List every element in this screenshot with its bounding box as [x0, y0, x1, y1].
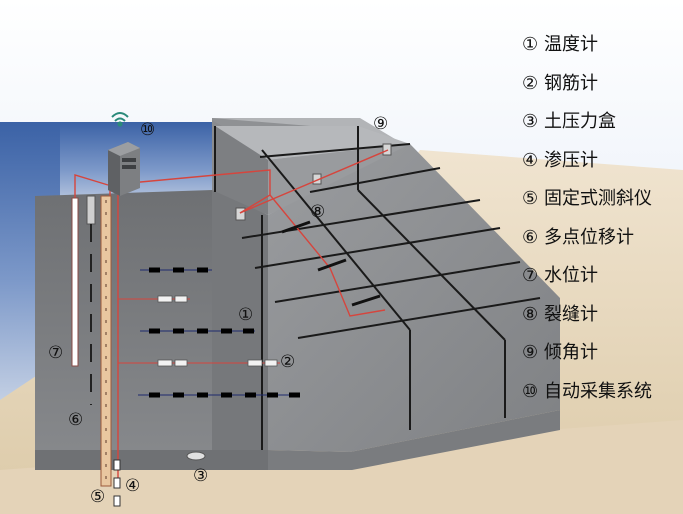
piezometers: [113, 459, 121, 507]
callout-earth-pressure-cell: ③: [193, 466, 209, 486]
callout-tiltmeter: ⑨: [373, 114, 389, 134]
thermometer-rows: [138, 267, 300, 398]
callout-inclinometer: ⑤: [90, 487, 106, 507]
fixed-inclinometer: [100, 195, 112, 487]
tiltmeter-blocks: [235, 143, 392, 221]
slope-joints: [214, 126, 541, 450]
crack-meters: [281, 220, 381, 307]
dam-upstream-face: [35, 190, 212, 450]
callout-rebar-meter: ②: [280, 352, 296, 372]
wifi-icon: [111, 112, 129, 127]
dam-downstream-slope: [268, 144, 560, 452]
callout-crack-meter: ⑧: [310, 202, 326, 222]
callout-displacement-meter: ⑥: [68, 410, 84, 430]
water-level-gauge: [71, 197, 79, 367]
callout-thermometer: ①: [238, 305, 254, 325]
rebar-meter-rows: [118, 295, 280, 367]
multipoint-displacement-meter: [86, 195, 96, 405]
callout-acquisition-system: ⑩: [140, 120, 156, 140]
callout-piezometer: ④: [125, 476, 141, 496]
earth-pressure-cell: [186, 451, 206, 461]
callout-water-level-gauge: ⑦: [48, 343, 64, 363]
acquisition-cabinet: [108, 142, 140, 196]
